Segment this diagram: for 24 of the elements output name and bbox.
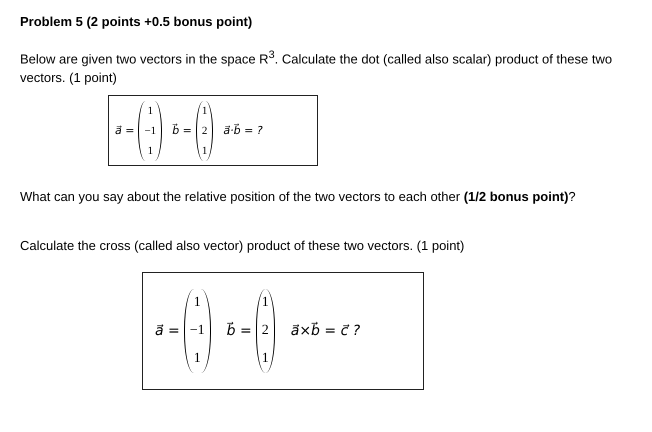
vector-entry: −1 bbox=[144, 124, 156, 136]
vector-equation: a⃗×b⃗ = c⃗ ? bbox=[290, 323, 360, 339]
vector-entry: 1 bbox=[262, 295, 269, 311]
question-text: Calculate the cross (called also vector) product of these two vectors. (1 point) bbox=[20, 237, 466, 255]
problem-heading: Problem 5 (2 points +0.5 bonus point) bbox=[20, 13, 252, 31]
vector-equation: a⃗·b⃗ = ? bbox=[223, 124, 263, 137]
question-text: What can you say about the relative position of the two vectors to each other (1/2 bonus point)? bbox=[20, 188, 577, 206]
vector-equation: a⃗ = bbox=[115, 124, 134, 137]
formula-box bbox=[142, 272, 424, 390]
vector-entry: 1 bbox=[148, 144, 154, 156]
vector-entry: 1 bbox=[262, 351, 269, 367]
vector-entry: 1 bbox=[194, 351, 201, 367]
vector-entry: 2 bbox=[202, 124, 208, 136]
formula-box bbox=[108, 95, 318, 166]
vector-equation: a⃗ = bbox=[155, 323, 180, 339]
vector-entry: 1 bbox=[202, 144, 208, 156]
vector-equation: b⃗ = bbox=[172, 124, 192, 137]
vector-entry: 1 bbox=[194, 295, 201, 311]
vector-entry: 1 bbox=[148, 104, 154, 116]
vector-equation: b⃗ = bbox=[226, 323, 252, 339]
question-text: Below are given two vectors in the space R$^{3}$. Calculate the dot (called also scalar) product of these two vectors. (1 point) bbox=[20, 48, 614, 88]
vector-entry: 2 bbox=[262, 323, 269, 339]
vector-entry: 1 bbox=[202, 104, 208, 116]
vector-entry: −1 bbox=[190, 323, 205, 339]
